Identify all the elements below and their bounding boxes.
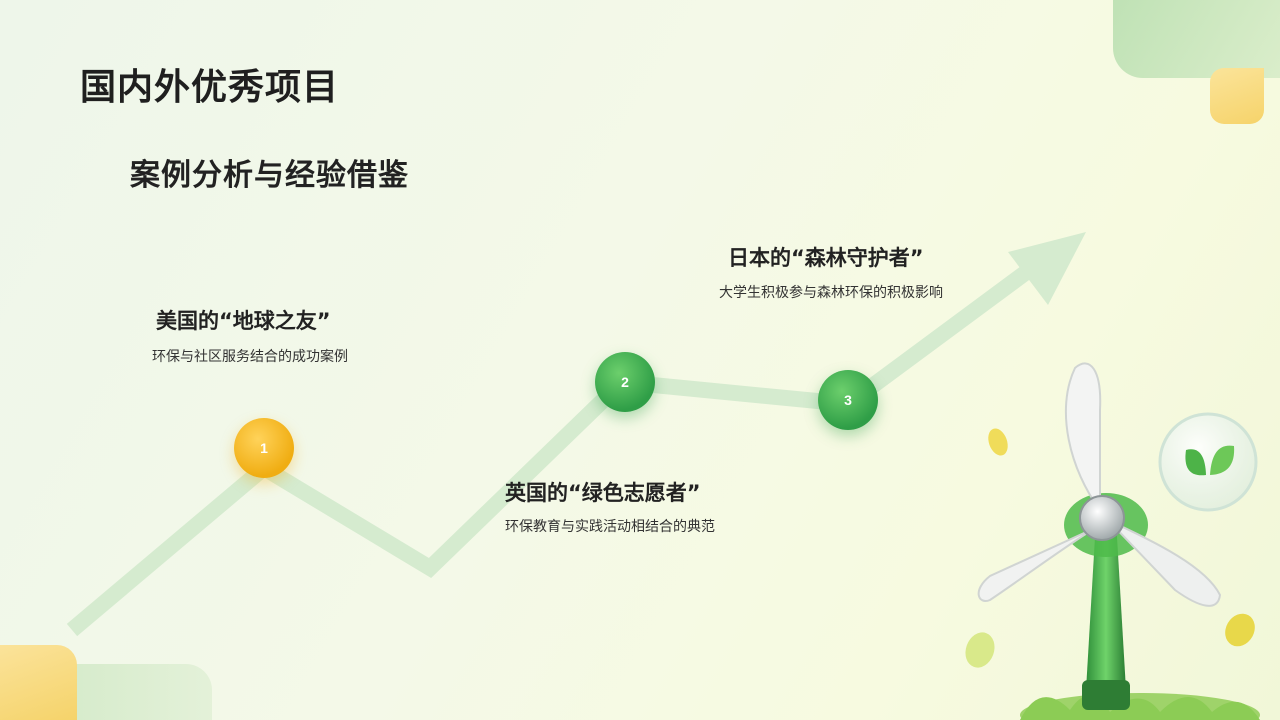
- step-2-node: 2: [595, 352, 655, 412]
- item-1-desc: 环保与社区服务结合的成功案例: [152, 349, 348, 365]
- item-3-desc: 大学生积极参与森林环保的积极影响: [719, 285, 943, 301]
- page-subtitle: 案例分析与经验借鉴: [130, 158, 409, 193]
- wind-turbine-icon: [965, 362, 1260, 720]
- item-3-title: 日本的“森林守护者”: [728, 246, 924, 270]
- corner-decoration-top-right-accent: [1210, 68, 1264, 124]
- corner-decoration-bottom-left-accent: [0, 645, 77, 720]
- page-title: 国内外优秀项目: [80, 67, 340, 108]
- item-1-title: 美国的“地球之友”: [156, 309, 331, 333]
- step-3-node: 3: [818, 370, 878, 430]
- step-1-node: 1: [234, 418, 294, 478]
- item-2-desc: 环保教育与实践活动相结合的典范: [505, 519, 715, 535]
- item-2-title: 英国的“绿色志愿者”: [505, 481, 701, 505]
- corner-decoration-top-right: [1113, 0, 1280, 78]
- corner-decoration-bottom-left: [50, 664, 212, 720]
